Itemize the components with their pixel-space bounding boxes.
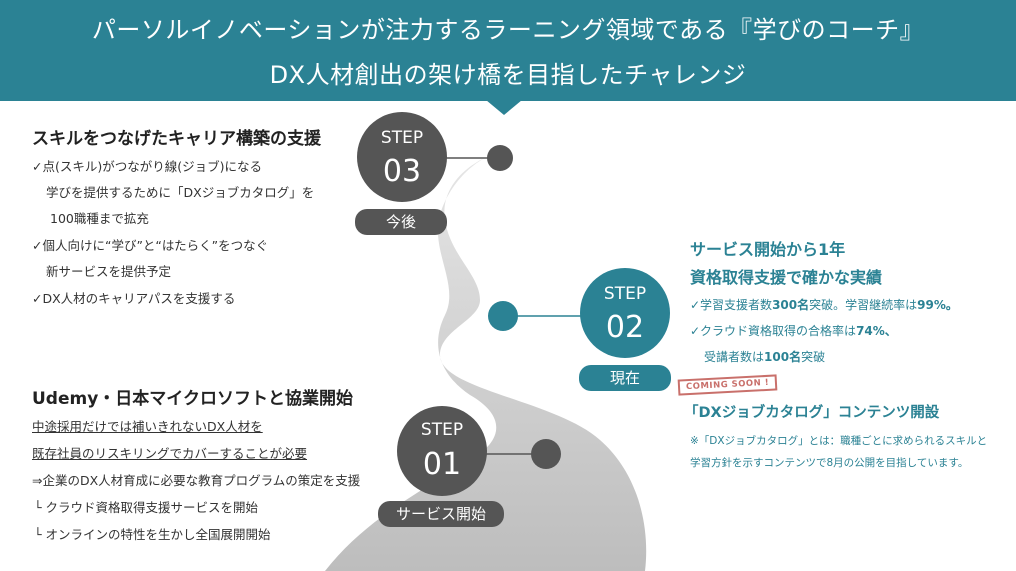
future-line-2: 学びを提供するために「DXジョブカタログ」を: [46, 182, 314, 201]
road-dot-step02: [488, 301, 518, 331]
start-title: Udemy・日本マイクロソフトと協業開始: [32, 384, 353, 409]
start-line-3: ⇒企業のDX人材育成に必要な教育プログラムの策定を支援: [32, 470, 360, 489]
future-title: スキルをつなげたキャリア構築の支援: [32, 124, 321, 149]
road-dot-step01: [531, 439, 561, 469]
future-line-6: ✓DX人材のキャリアパスを支援する: [32, 288, 235, 307]
bullet-1-continuation-rate: 99%。: [917, 298, 958, 312]
step-02-circle: STEP 02: [580, 268, 670, 358]
start-line-2: 既存社員のリスキリングでカバーすることが必要: [32, 443, 307, 462]
bullet-3-students: 100名: [764, 350, 801, 364]
bullet-1-text-a: ✓学習支援者数: [690, 298, 772, 312]
future-line-4: ✓個人向けに“学び”と“はたらく”をつなぐ: [32, 235, 268, 254]
bullet-2-text: ✓クラウド資格取得の合格率は: [690, 324, 856, 338]
current-title-2: 資格取得支援で確かな実績: [690, 264, 882, 288]
bullet-3-text-b: 突破: [801, 350, 825, 364]
step-01-number: 01: [397, 447, 487, 482]
future-line-3: 100職種まで拡充: [50, 208, 149, 227]
bullet-1-learners: 300名: [772, 298, 809, 312]
step-01-badge: サービス開始: [378, 501, 504, 527]
step-03-number: 03: [357, 154, 447, 189]
coming-soon-note-1: ※「DXジョブカタログ」とは：職種ごとに求められるスキルと: [690, 433, 987, 448]
current-bullet-1: ✓学習支援者数300名突破。学習継続率は99%。: [690, 296, 958, 313]
bullet-2-pass-rate: 74%、: [856, 324, 897, 338]
start-line-1: 中途採用だけでは補いきれないDX人材を: [32, 416, 263, 435]
step-03-label: STEP: [357, 128, 447, 148]
step-03-circle: STEP 03: [357, 112, 447, 202]
start-line-5: └ オンラインの特性を生かし全国展開開始: [34, 524, 271, 543]
step-02-label: STEP: [580, 284, 670, 304]
start-line-4: └ クラウド資格取得支援サービスを開始: [34, 497, 258, 516]
coming-soon-title: 「DXジョブカタログ」コンテンツ開設: [684, 401, 939, 422]
step-03-badge: 今後: [355, 209, 447, 235]
bullet-1-text-b: 突破。学習継続率は: [809, 298, 917, 312]
current-title-1: サービス開始から1年: [690, 236, 845, 260]
future-line-5: 新サービスを提供予定: [46, 261, 171, 280]
step-01-circle: STEP 01: [397, 406, 487, 496]
step-02-badge: 現在: [579, 365, 671, 391]
road-dot-step03: [487, 145, 513, 171]
step-01-label: STEP: [397, 420, 487, 440]
coming-soon-note-2: 学習方針を示すコンテンツで8月の公開を目指しています。: [690, 455, 968, 470]
bullet-3-text-a: 受講者数は: [704, 350, 764, 364]
future-line-1: ✓点(スキル)がつながり線(ジョブ)になる: [32, 156, 262, 175]
current-bullet-3: 受講者数は100名突破: [704, 348, 825, 365]
current-bullet-2: ✓クラウド資格取得の合格率は74%、: [690, 322, 897, 339]
step-02-number: 02: [580, 310, 670, 345]
